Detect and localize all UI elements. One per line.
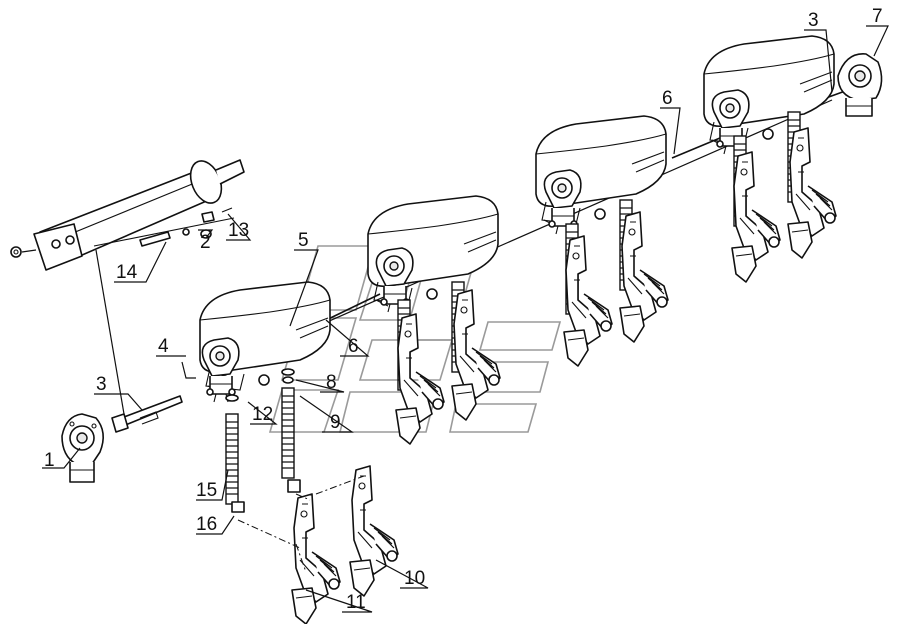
coupling-shaft-left <box>95 249 183 433</box>
callout-3-left: 3 <box>96 374 107 395</box>
callout-11: 11 <box>346 592 366 613</box>
callout-8: 8 <box>326 372 337 393</box>
left-drive-hub <box>61 413 104 483</box>
callout-13: 13 <box>228 220 249 241</box>
exploded-openers <box>291 465 399 624</box>
callout-14: 14 <box>116 262 138 283</box>
callout-7: 7 <box>872 6 883 27</box>
callout-3-right: 3 <box>808 10 819 31</box>
hopper-unit-4 <box>703 35 837 283</box>
callout-6-upper: 6 <box>662 88 673 109</box>
spring-pin-set <box>93 207 235 247</box>
exploded-hoses <box>225 368 301 513</box>
callout-1: 1 <box>44 450 55 471</box>
callout-15: 15 <box>196 480 217 501</box>
frame-tube <box>10 159 245 271</box>
callout-10: 10 <box>404 568 425 589</box>
callout-12: 12 <box>252 404 273 425</box>
callout-6-lower: 6 <box>348 336 359 357</box>
callout-leaders <box>42 25 889 613</box>
right-drive-hub <box>837 53 883 117</box>
callout-4: 4 <box>158 336 169 357</box>
callout-5: 5 <box>298 230 309 251</box>
callout-2: 2 <box>200 232 211 253</box>
assembly-lines <box>237 475 365 573</box>
hopper-unit-3 <box>535 115 669 367</box>
callout-9: 9 <box>330 412 341 433</box>
callout-16: 16 <box>196 514 217 535</box>
